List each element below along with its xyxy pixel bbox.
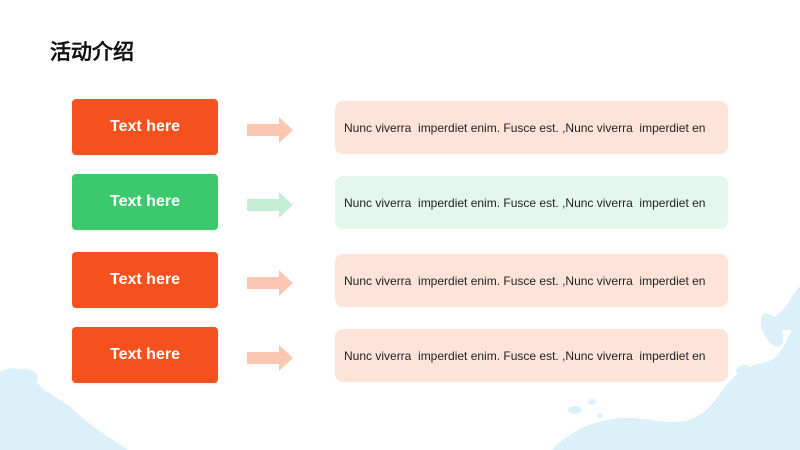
item-label-box: Text here [72, 252, 218, 308]
item-description-box: Nunc viverra imperdiet enim. Fusce est. … [335, 176, 728, 229]
list-item: Text here Nunc viverra imperdiet enim. Fu… [0, 99, 800, 155]
arrow-right-icon [247, 117, 293, 143]
item-label-box: Text here [72, 327, 218, 383]
list-item: Text here Nunc viverra imperdiet enim. Fu… [0, 174, 800, 230]
item-description-box: Nunc viverra imperdiet enim. Fusce est. … [335, 254, 728, 307]
page-title: 活动介绍 [50, 40, 134, 64]
item-description-box: Nunc viverra imperdiet enim. Fusce est. … [335, 329, 728, 382]
arrow-right-icon [247, 270, 293, 296]
list-item: Text here Nunc viverra imperdiet enim. Fu… [0, 252, 800, 308]
arrow-right-icon [247, 192, 293, 218]
item-label-box: Text here [72, 99, 218, 155]
arrow-right-icon [247, 345, 293, 371]
list-item: Text here Nunc viverra imperdiet enim. Fu… [0, 327, 800, 383]
item-description-box: Nunc viverra imperdiet enim. Fusce est. … [335, 101, 728, 154]
item-label-box: Text here [72, 174, 218, 230]
